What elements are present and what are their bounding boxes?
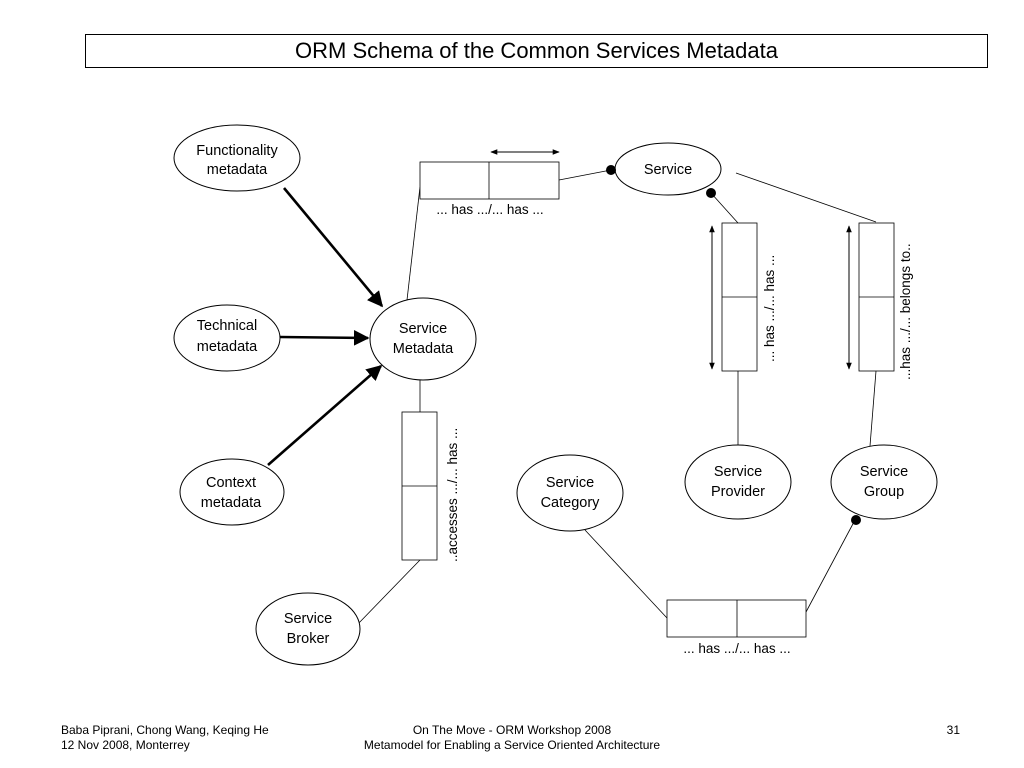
mandatory-role-dots [606, 165, 861, 525]
svg-text:Service: Service [644, 162, 692, 178]
fact-reading: ..accesses .../... has ... [445, 428, 460, 562]
entity-label: Service [546, 475, 594, 491]
entity-label: Service [399, 321, 447, 337]
fact-reading: ... has .../... has ... [436, 202, 543, 217]
entity-label: Functionality [196, 143, 278, 159]
fact-service-has-metadata: ... has .../... has ... [419, 149, 560, 217]
entity-label: Technical [197, 318, 257, 334]
fact-category-has-group: ... has .../... has ... [666, 599, 807, 656]
entity-context-metadata: Context metadata [179, 458, 285, 526]
subtype-arrows [267, 187, 384, 466]
connector-groupbox-to-group [869, 370, 877, 447]
entity-service: Service [614, 142, 722, 196]
entity-label: Service [860, 464, 908, 480]
entity-label: metadata [207, 162, 268, 178]
footer-center: On The Move - ORM Workshop 2008 Metamode… [312, 723, 712, 753]
connector-brokerbox-to-broker [355, 559, 421, 627]
footer-page-number: 31 [946, 723, 960, 737]
entity-technical-metadata: Technical metadata [173, 304, 281, 372]
arrow-technical-to-service-metadata [279, 330, 370, 346]
slide-title: ORM Schema of the Common Services Metada… [85, 34, 988, 68]
fact-reading: ...has .../... belongs to.. [898, 243, 913, 380]
connector-service-to-providerbox [710, 192, 739, 224]
connector-service-to-groupbox [735, 172, 877, 223]
entity-label: Category [541, 495, 601, 511]
connector-metadata-to-hasbox [406, 186, 421, 301]
footer-authors: Baba Piprani, Chong Wang, Keqing He [61, 723, 269, 737]
fact-reading: ... has .../... has ... [762, 255, 777, 362]
fact-service-has-provider: ... has .../... has ... [709, 222, 777, 372]
footer-subtitle: Metamodel for Enabling a Service Oriente… [363, 738, 661, 752]
mandatory-dot [606, 165, 616, 175]
connector-hasbox-to-group [805, 519, 856, 613]
entity-label: Service [284, 611, 332, 627]
arrow-functionality-to-service-metadata [282, 187, 384, 308]
entity-label: Context [206, 475, 256, 491]
entity-label: metadata [201, 495, 262, 511]
entity-label: Service [714, 464, 762, 480]
footer-date-place: 12 Nov 2008, Monterrey [61, 738, 190, 752]
entity-functionality-metadata: Functionality metadata [173, 124, 301, 192]
role-connectors [355, 169, 877, 627]
fact-metadata-accessed-by-broker: ..accesses .../... has ... [401, 411, 460, 562]
mandatory-dot [706, 188, 716, 198]
entity-label: Broker [287, 631, 330, 647]
footer-event: On The Move - ORM Workshop 2008 [412, 723, 612, 737]
entity-label: Service [644, 162, 692, 178]
entity-label: Provider [711, 484, 765, 500]
fact-service-belongs-to-group: ...has .../... belongs to.. [846, 222, 913, 380]
mandatory-dot [851, 515, 861, 525]
arrow-context-to-service-metadata [267, 364, 383, 466]
fact-reading: ... has .../... has ... [683, 641, 790, 656]
footer-left: Baba Piprani, Chong Wang, Keqing He 12 N… [61, 723, 269, 753]
connector-category-to-hasbox [584, 529, 668, 619]
entity-label: Group [864, 484, 904, 500]
connector-hasbox-to-service [558, 169, 612, 181]
entity-label: Metadata [393, 341, 454, 357]
entity-label: metadata [197, 339, 258, 355]
